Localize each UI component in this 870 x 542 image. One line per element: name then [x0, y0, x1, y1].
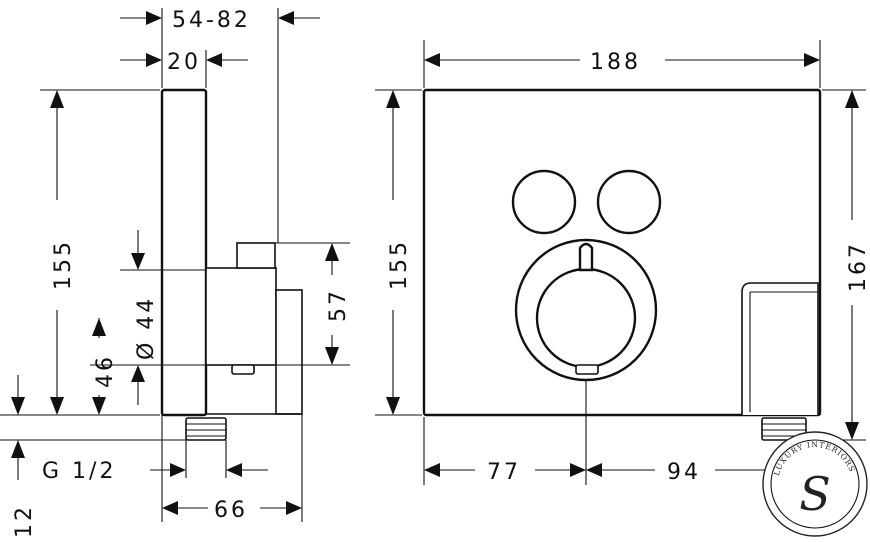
dim-label-155-side: 155 — [51, 239, 76, 290]
dial-top-marker — [578, 242, 594, 272]
side-rear-body — [275, 289, 303, 415]
dim-label-188: 188 — [590, 50, 641, 75]
dim-label-66: 66 — [214, 498, 248, 523]
side-body — [205, 267, 277, 366]
dim-12: 12 — [11, 375, 37, 538]
dim-thread: G 1/2 — [42, 459, 268, 484]
side-connector — [185, 417, 227, 441]
dial-inner — [535, 267, 637, 369]
side-top-nub — [236, 242, 276, 269]
dim-label-57: 57 — [326, 288, 351, 322]
dim-label-46: 46 — [93, 354, 118, 388]
dim-66: 66 — [162, 498, 302, 523]
side-plate — [160, 88, 208, 417]
dim-label-54-82: 54-82 — [172, 8, 251, 33]
dim-label-155-front: 155 — [387, 239, 412, 290]
dim-20: 20 — [120, 50, 248, 75]
dim-label-77: 77 — [487, 460, 521, 485]
dim-label-12: 12 — [12, 504, 37, 538]
dim-label-94: 94 — [667, 460, 701, 485]
dim-167: 167 — [845, 90, 870, 440]
hose-outlet — [741, 282, 819, 415]
button-left-icon — [511, 169, 577, 235]
button-right-icon — [596, 169, 662, 235]
watermark-glyph: S — [799, 467, 831, 521]
side-bottom-nub — [231, 364, 255, 375]
side-view — [160, 88, 303, 441]
dim-77: 77 — [424, 460, 586, 485]
dim-188: 188 — [424, 50, 820, 75]
dim-155-side: 155 — [50, 90, 76, 415]
dim-155-front: 155 — [386, 90, 412, 415]
dim-diameter-44: Ø 44 — [131, 230, 159, 405]
watermark-logo: LUXURY INTERIORS S — [762, 431, 868, 537]
dim-label-20: 20 — [167, 50, 201, 75]
dial-bottom-marker — [575, 364, 599, 375]
dim-label-thread: G 1/2 — [42, 459, 116, 484]
dim-54-82: 54-82 — [120, 8, 320, 33]
front-view — [422, 88, 822, 441]
dim-46: 46 — [92, 318, 118, 415]
dim-label-167: 167 — [846, 241, 870, 292]
dim-94: 94 — [586, 460, 784, 485]
dim-label-diameter-44: Ø 44 — [134, 296, 159, 360]
dim-57: 57 — [325, 243, 351, 365]
